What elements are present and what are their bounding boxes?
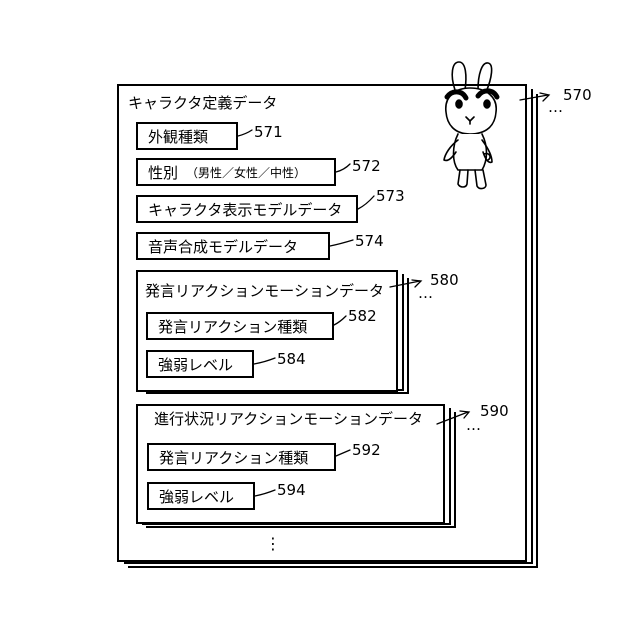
leader-570-arrow [540, 93, 549, 101]
rabbit-character-icon [444, 62, 497, 189]
leader-570 [520, 95, 548, 100]
leader-572 [336, 164, 350, 172]
leader-574 [330, 240, 353, 246]
leader-580-arrow [412, 280, 421, 287]
leader-594 [255, 490, 275, 496]
leader-584 [254, 358, 275, 364]
leader-571 [238, 130, 252, 136]
leader-582 [334, 316, 346, 325]
leader-573 [358, 196, 374, 209]
leader-592 [336, 450, 350, 456]
